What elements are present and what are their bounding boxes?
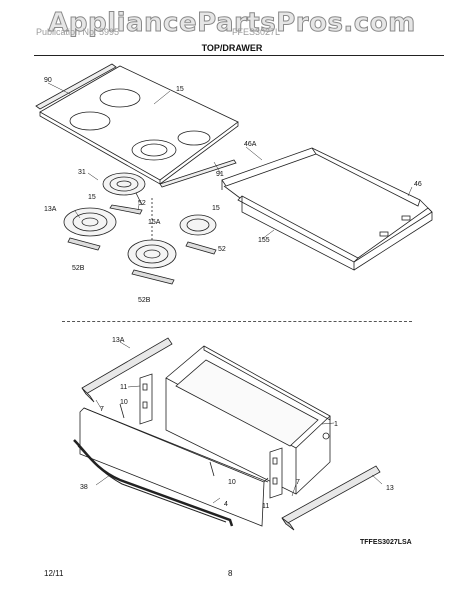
- callout-13a-bottom: 13A: [112, 337, 125, 344]
- callout-52-right: 52: [218, 246, 226, 253]
- callout-7-right: 7: [296, 479, 300, 486]
- callout-46: 46: [414, 181, 422, 188]
- callout-90: 90: [44, 77, 52, 84]
- storage-drawer: [165, 345, 331, 495]
- model-number: FFES3027L: [232, 27, 281, 37]
- callout-10-lower: 10: [228, 479, 236, 486]
- drawer-rail-left: [81, 337, 173, 403]
- callout-38: 38: [80, 484, 88, 491]
- element-15a-center: [127, 198, 177, 285]
- watermark: AppliancePartsPros.com: [48, 8, 416, 39]
- page-number: 8: [228, 569, 233, 578]
- callout-11-lower: 11: [262, 503, 269, 510]
- header-rule: [34, 55, 444, 56]
- cooktop-glass: [39, 65, 239, 185]
- element-15-left: [102, 172, 146, 215]
- callout-52-upper: 52: [138, 200, 146, 207]
- callout-155: 155: [258, 237, 270, 244]
- callout-52b-left: 52B: [72, 265, 85, 272]
- callout-46a: 46A: [244, 141, 257, 148]
- drawer-front-panel: [73, 407, 269, 527]
- callout-10-upper: 10: [120, 399, 128, 406]
- element-13a-left: [63, 207, 117, 251]
- callout-15-left: 15: [88, 194, 96, 201]
- callout-91: 91: [216, 171, 224, 178]
- callout-15-right: 15: [212, 205, 220, 212]
- drawer-bracket-lower: [269, 447, 283, 499]
- element-15-right: [179, 214, 217, 255]
- callout-leaders: [47, 82, 413, 504]
- callout-31: 31: [78, 169, 86, 176]
- footer-date: 12/11: [44, 569, 64, 578]
- callout-4: 4: [224, 501, 228, 508]
- drawer-rail-right: [281, 465, 381, 531]
- callout-13: 13: [386, 485, 394, 492]
- callout-15-top: 15: [176, 86, 184, 93]
- publication-number: Publication No. 5995: [36, 27, 120, 37]
- callout-13a-left: 13A: [44, 206, 57, 213]
- drawer-bracket-upper: [139, 373, 153, 425]
- callout-52b-bottom: 52B: [138, 297, 151, 304]
- callout-7-left: 7: [100, 406, 104, 413]
- callout-1: 1: [334, 421, 338, 428]
- diagram-code: TFFES3027LSA: [360, 539, 412, 546]
- section-divider: [62, 321, 412, 322]
- callout-11-upper: 11: [120, 384, 127, 391]
- callout-15a: 15A: [148, 219, 161, 226]
- section-title: TOP/DRAWER: [201, 43, 263, 53]
- drawer-support-frame: [221, 147, 433, 271]
